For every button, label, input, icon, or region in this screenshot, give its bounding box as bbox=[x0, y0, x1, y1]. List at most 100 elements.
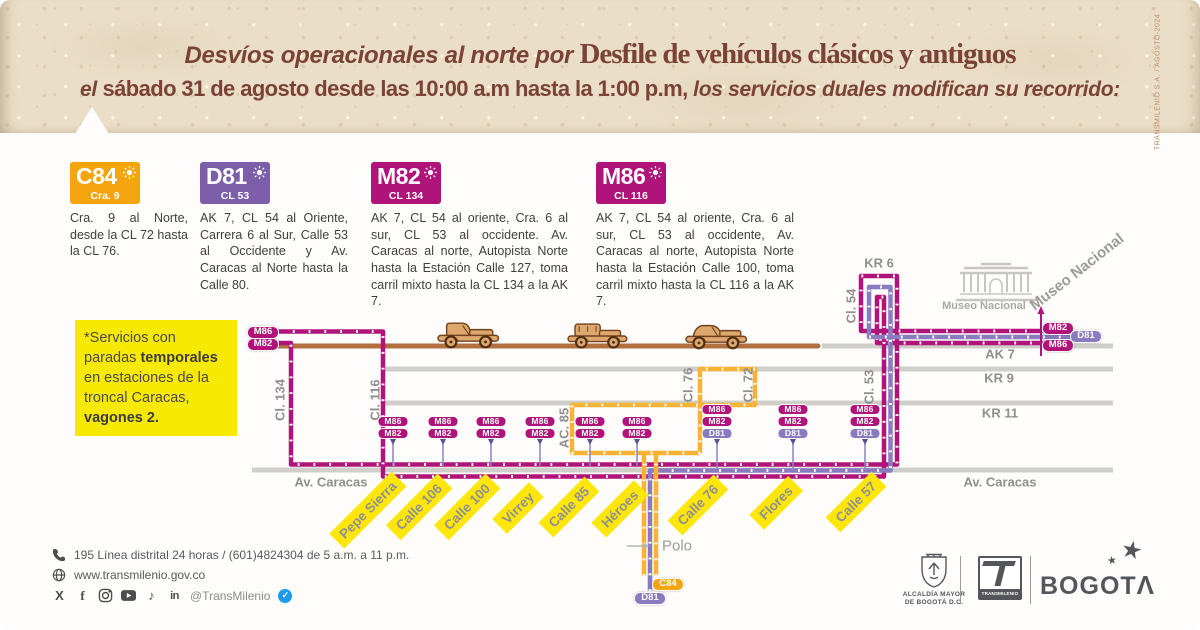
phone-icon bbox=[52, 548, 66, 562]
terminal-pill-c84-bottom: C84 bbox=[652, 578, 684, 591]
note-text: *Servicios con paradas bbox=[84, 330, 176, 366]
polo-arrow bbox=[627, 542, 649, 550]
globe-icon bbox=[52, 568, 66, 582]
route-street: Cra. 9 bbox=[90, 190, 120, 202]
route-desc-m86: AK 7, CL 54 al oriente, Cra. 6 al sur, C… bbox=[596, 211, 794, 309]
bogota-stylized-a: Λ bbox=[1136, 570, 1156, 600]
road-label-kr9: KR 9 bbox=[984, 370, 1014, 386]
banner-subtitle-el: el bbox=[80, 78, 103, 101]
road-label-caracas-right: Av. Caracas bbox=[963, 474, 1037, 490]
route-badge-m82: M82 CL 134 bbox=[371, 162, 441, 204]
bogota-word: BOGOT bbox=[1040, 572, 1137, 600]
route-street: CL 53 bbox=[220, 190, 250, 202]
route-ticks-c84 bbox=[570, 367, 757, 455]
terminal-pill-m82-left: M82 bbox=[247, 337, 279, 351]
route-line-d81 bbox=[647, 284, 1073, 591]
alcaldia-logo: ALCALDÍA MAYOR DE BOGOTÁ D.C. bbox=[896, 553, 972, 608]
star-icon: ★ bbox=[1106, 554, 1118, 568]
street-label-kr6: KR 6 bbox=[864, 255, 894, 271]
note-bold-temporales: temporales bbox=[140, 350, 218, 366]
logo-divider bbox=[1030, 556, 1031, 604]
road-label-caracas-left: Av. Caracas bbox=[294, 474, 368, 490]
banner-notch bbox=[75, 107, 109, 134]
footer-website[interactable]: www.transmilenio.gov.co bbox=[74, 568, 206, 582]
sun-icon bbox=[253, 166, 266, 179]
service-note: *Servicios con paradas temporales en est… bbox=[75, 320, 237, 436]
route-ticks-m82 bbox=[277, 274, 1046, 466]
transmilenio-logo-text: TRANSMILENIO bbox=[980, 589, 1020, 598]
footer-phone-row: 195 Línea distrital 24 horas / (601)4824… bbox=[52, 548, 409, 562]
facebook-icon[interactable]: f bbox=[80, 587, 85, 603]
sun-icon bbox=[424, 166, 437, 179]
linkedin-icon[interactable]: in bbox=[170, 589, 179, 602]
alcaldia-shield-icon bbox=[921, 553, 947, 588]
street-label-cl53: Cl. 53 bbox=[861, 369, 877, 405]
terminal-pill-m86-left: M86 bbox=[247, 325, 279, 339]
street-label-cl54: Cl. 54 bbox=[843, 288, 859, 324]
museum-caption: Museo Nacional bbox=[942, 300, 1026, 312]
transmilenio-logo: TRANSMILENIO bbox=[978, 556, 1022, 600]
x-twitter-icon[interactable]: X bbox=[55, 588, 64, 603]
footer-social-handle[interactable]: @TransMilenio bbox=[190, 588, 271, 603]
bogota-logo: BOGOTΛ bbox=[1040, 570, 1155, 601]
terminal-pill-d81-right: D81 bbox=[1070, 330, 1102, 343]
vintage-car-1 bbox=[437, 322, 500, 349]
sun-icon bbox=[123, 166, 136, 179]
footer-phone: 195 Línea distrital 24 horas / (601)4824… bbox=[74, 548, 410, 562]
street-label-cl116: Cl. 116 bbox=[367, 379, 383, 421]
route-street: CL 116 bbox=[614, 190, 648, 202]
alcaldia-text-1: ALCALDÍA MAYOR bbox=[902, 591, 966, 598]
street-label-cl134: Cl. 134 bbox=[272, 379, 288, 421]
terminal-pill-m82-right: M82 bbox=[1042, 321, 1074, 335]
street-label-cl72: Cl. 72 bbox=[740, 367, 756, 403]
street-label-cl76: Cl. 76 bbox=[680, 367, 696, 403]
street-label-ac85: AC. 85 bbox=[556, 407, 572, 449]
road-label-kr11: KR 11 bbox=[981, 405, 1019, 421]
note-text: en estaciones de la troncal Caracas, bbox=[84, 370, 209, 406]
banner-title: Desvíos operacionales al norte por Desfi… bbox=[0, 38, 1200, 71]
route-code: C84 bbox=[76, 163, 117, 189]
route-desc-m82: AK 7, CL 54 al oriente, Cra. 6 al sur, C… bbox=[371, 211, 568, 309]
route-badge-d81: D81 CL 53 bbox=[200, 162, 270, 204]
note-bold-vagones: vagones 2. bbox=[84, 410, 159, 426]
logo-divider bbox=[960, 556, 961, 604]
road-label-ak7: AK 7 bbox=[985, 346, 1015, 362]
banner-subtitle: el sábado 31 de agosto desde las 10:00 a… bbox=[0, 76, 1200, 102]
verified-badge-icon: ✓ bbox=[278, 588, 293, 603]
sun-icon bbox=[649, 166, 662, 179]
banner-title-prefix: Desvíos operacionales al norte por bbox=[184, 42, 580, 69]
route-code: M82 bbox=[377, 163, 421, 189]
route-code: D81 bbox=[206, 163, 247, 189]
footer-web-row: www.transmilenio.gov.co bbox=[52, 568, 205, 582]
route-code: M86 bbox=[602, 163, 646, 189]
banner-title-main: Desfile de vehículos clásicos y antiguos bbox=[579, 38, 1016, 70]
instagram-icon[interactable] bbox=[98, 588, 113, 603]
route-desc-c84: Cra. 9 al Norte, desde la CL 72 hasta la… bbox=[70, 211, 188, 259]
route-street: CL 134 bbox=[388, 190, 424, 202]
footer-social-row: X f ♪ in @TransMilenio ✓ bbox=[52, 587, 293, 603]
alcaldia-text-2: DE BOGOTÁ D.C. bbox=[904, 599, 964, 607]
transmilenio-t-stem bbox=[994, 566, 1006, 586]
vintage-car-3 bbox=[685, 324, 748, 350]
banner-subtitle-tail: los servicios duales modifican su recorr… bbox=[687, 78, 1120, 101]
museum-icon bbox=[956, 262, 1036, 302]
banner: Desvíos operacionales al norte por Desfi… bbox=[0, 0, 1200, 133]
terminal-pill-d81-bottom: D81 bbox=[634, 592, 666, 605]
route-desc-d81: AK 7, CL 54 al Oriente, Carrera 6 al Sur… bbox=[200, 211, 348, 292]
route-spur-c84 bbox=[641, 453, 659, 576]
museo-pointer bbox=[1037, 306, 1045, 356]
youtube-icon[interactable] bbox=[121, 588, 136, 603]
banner-subtitle-date: sábado 31 de agosto desde las 10:00 a.m … bbox=[102, 76, 689, 101]
tiktok-icon[interactable]: ♪ bbox=[148, 588, 155, 603]
